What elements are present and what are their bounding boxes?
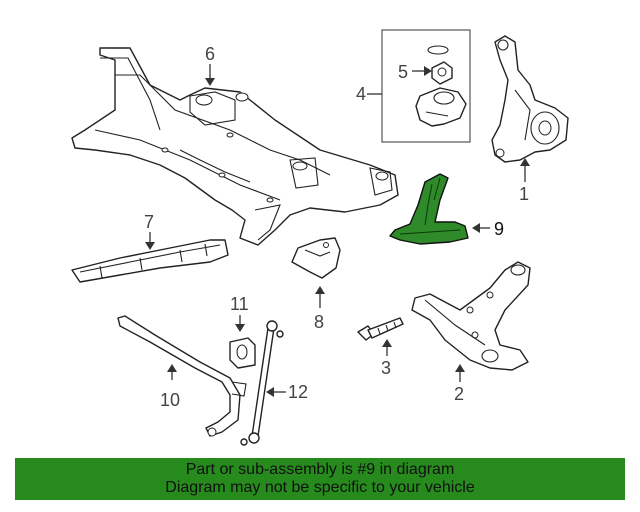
part-12-stabilizer-link[interactable] [240,320,284,446]
callout-2: 2 [454,384,464,404]
callout-3: 3 [381,358,391,378]
callout-4: 4 [356,84,366,104]
callout-labels: 6 4 5 1 7 9 8 11 3 2 12 10 [144,44,529,410]
part-1-steering-knuckle[interactable] [491,35,569,163]
callout-6: 6 [205,44,215,64]
callout-5: 5 [398,62,408,82]
part-11-bushing[interactable] [229,337,256,369]
parts-diagram: 6 4 5 1 7 9 8 11 3 2 12 10 [71,29,569,446]
callout-12: 12 [288,382,308,402]
callout-11: 11 [230,294,249,314]
banner-line-part: Part or sub-assembly is #9 in diagram [185,461,455,478]
part-2-control-arm[interactable] [411,261,531,371]
callout-8: 8 [314,312,324,332]
banner-line-disclaimer: Diagram may not be specific to your vehi… [165,479,475,496]
part-8-bracket[interactable] [291,237,341,279]
callout-9: 9 [494,219,504,239]
callout-10: 10 [160,390,180,410]
info-banner: Part or sub-assembly is #9 in diagram Di… [15,458,625,500]
leader-lines [145,64,530,397]
callout-7: 7 [144,212,154,232]
part-6-subframe[interactable] [71,47,399,246]
part-10-stabilizer-bar[interactable] [117,315,247,437]
part-7-reinforcement[interactable] [71,239,229,283]
part-3-bolt[interactable] [357,317,404,341]
callout-1: 1 [519,184,529,204]
part-9-lower-control-arm[interactable] [389,173,469,245]
part-4-ball-joint-group[interactable] [381,29,471,143]
